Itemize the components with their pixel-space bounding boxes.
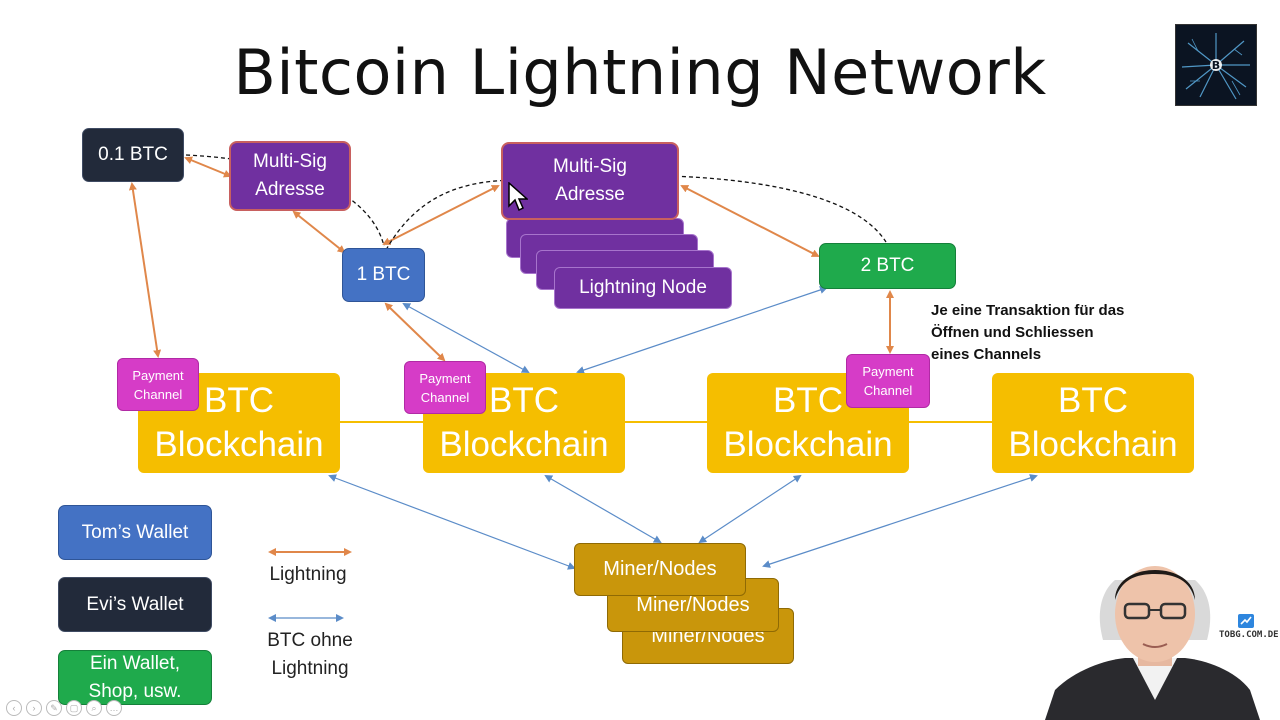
multisig-address-small: Multi-Sig Adresse xyxy=(229,141,351,211)
btc-blockchain-1: BTC Blockchain xyxy=(138,373,340,473)
legend-toms-wallet: Tom’s Wallet xyxy=(58,505,212,560)
pen-icon[interactable]: ✎ xyxy=(46,700,62,716)
chart-trend-icon xyxy=(1238,614,1254,628)
logo-letter: B xyxy=(1212,59,1220,72)
channel-transaction-note: Je eine Transaktion für das Öffnen und S… xyxy=(931,302,1125,363)
slide-title: Bitcoin Lightning Network xyxy=(233,36,1047,109)
evi-amount-box: 0.1 BTC xyxy=(82,128,184,182)
mouse-cursor-icon xyxy=(508,182,528,212)
watermark-text: TOBG.COM.DE xyxy=(1219,630,1279,640)
more-icon[interactable]: … xyxy=(106,700,122,716)
tom-amount-box: 1 BTC xyxy=(342,248,425,302)
lightning-logo-icon: B xyxy=(1181,33,1250,100)
legend-evis-wallet: Evi’s Wallet xyxy=(58,577,212,632)
multisig-address-large: Multi-Sig Adresse xyxy=(501,142,679,220)
prev-icon[interactable]: ‹ xyxy=(6,700,22,716)
player-controls: ‹ › ✎ ▢ ⌕ … xyxy=(6,700,122,716)
channel-logo: B xyxy=(1175,24,1257,106)
legend-lightning-label: Lightning xyxy=(269,564,347,585)
btc-blockchain-3: BTC Blockchain xyxy=(707,373,909,473)
btc-arrows xyxy=(268,286,1038,622)
legend-other-wallet: Ein Wallet, Shop, usw. xyxy=(58,650,212,705)
other-amount-box: 2 BTC xyxy=(819,243,956,289)
play-icon[interactable]: › xyxy=(26,700,42,716)
miner-nodes-1: Miner/Nodes xyxy=(574,543,746,596)
payment-channel-2: Payment Channel xyxy=(404,361,486,414)
legend-btc-ohne-lightning-label: BTC ohne Lightning xyxy=(267,630,353,679)
slides-icon[interactable]: ▢ xyxy=(66,700,82,716)
lightning-node: Lightning Node xyxy=(554,267,732,309)
btc-blockchain-4: BTC Blockchain xyxy=(992,373,1194,473)
presenter-webcam xyxy=(1045,566,1260,720)
payment-channel-3: Payment Channel xyxy=(846,354,930,408)
payment-channel-1: Payment Channel xyxy=(117,358,199,411)
zoom-icon[interactable]: ⌕ xyxy=(86,700,102,716)
